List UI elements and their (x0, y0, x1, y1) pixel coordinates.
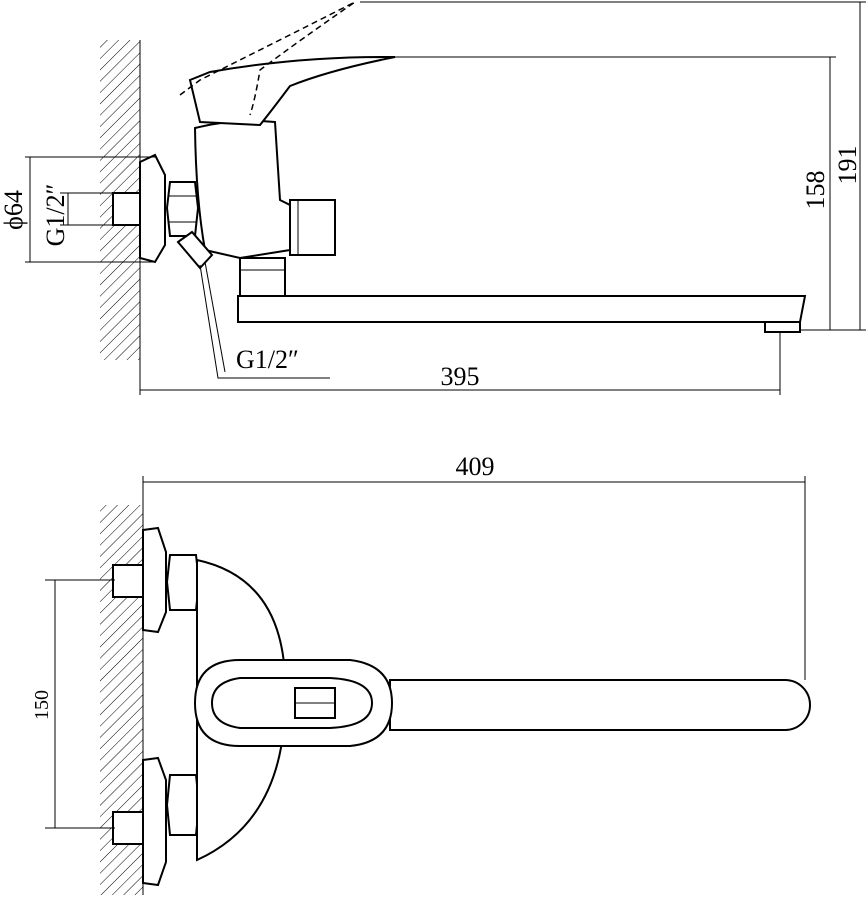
dim-409-label: 409 (456, 452, 495, 481)
handle-top (193, 659, 394, 747)
flange-top (142, 526, 167, 634)
handle-lever (188, 55, 396, 127)
hex-nut (165, 181, 200, 237)
inlet-pipe-top (112, 564, 144, 598)
spout (237, 295, 807, 323)
inlet-thread-label: G1/2″ (41, 184, 70, 247)
dim-395-label: 395 (441, 362, 480, 391)
inlet-pipe (112, 192, 141, 226)
nut-bottom (165, 774, 201, 836)
shower-outlet (176, 230, 214, 270)
spout-top (389, 679, 811, 731)
dim-158-label: 158 (801, 171, 830, 210)
spout-swivel (239, 257, 286, 297)
top-view: 409 150 (31, 452, 811, 895)
outlet-thread-label: G1/2″ (236, 345, 299, 374)
inlet-pipe-bottom (112, 811, 144, 845)
nut-top (165, 554, 201, 611)
wall-flange (139, 153, 166, 264)
dim-191-label: 191 (833, 146, 862, 185)
cartridge-cap (289, 199, 336, 256)
outlet-leader (199, 264, 330, 379)
side-view: 158 191 395 ϕ64 G1/2″ G1/2″ (0, 1, 866, 395)
mixer-body (193, 119, 291, 260)
handle-raised-dashed (179, 1, 356, 116)
handle-inner (210, 677, 374, 729)
flange-bottom (142, 756, 167, 887)
dim-diameter-label: ϕ64 (0, 190, 28, 230)
aerator (764, 321, 801, 333)
dim-150-label: 150 (31, 690, 53, 720)
